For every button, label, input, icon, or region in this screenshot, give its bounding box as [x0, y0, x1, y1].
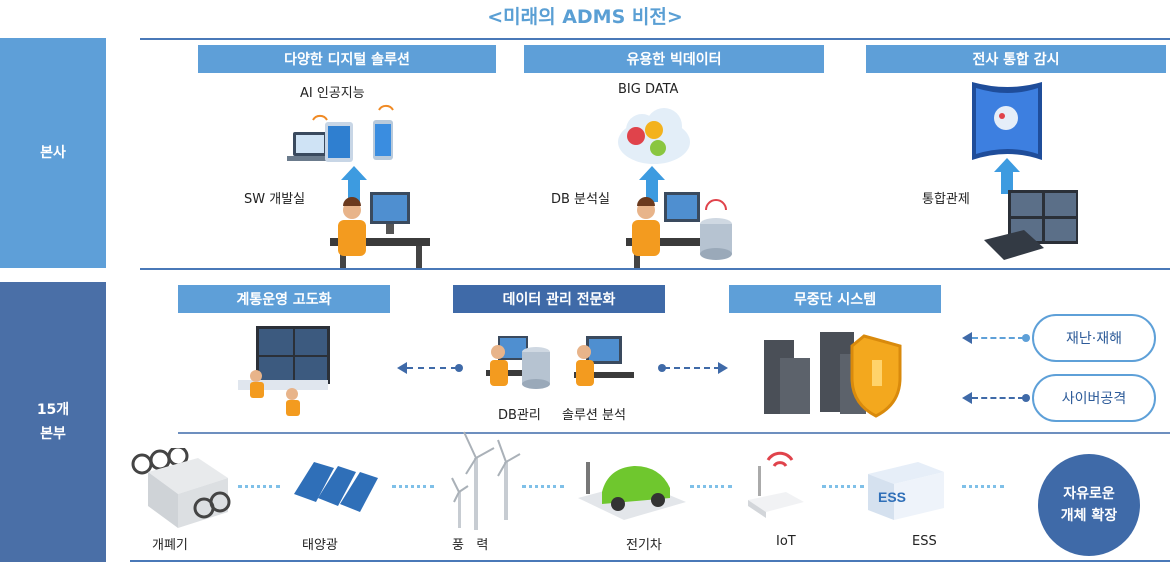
ai-label: AI 인공지능: [300, 86, 365, 101]
device-label-solar: 태양광: [302, 538, 338, 553]
servers-shield-icon: [764, 332, 902, 418]
control-console-icon: [984, 190, 1078, 260]
dotted-connector: [522, 485, 564, 488]
dashed-connector: [664, 367, 720, 369]
hq-bottom-rule: [140, 268, 1170, 270]
bottom-rule: [130, 560, 1170, 562]
disaster-threat: 재난·재해: [1032, 314, 1156, 362]
top-rule: [140, 38, 1170, 40]
db-lab-label: DB 분석실: [551, 192, 610, 207]
solution-analysis-label: 솔루션 분석: [562, 408, 626, 423]
cloud-gears-icon: [618, 108, 690, 164]
diagram-title: <미래의 ADMS 비전>: [487, 6, 683, 28]
dashed-connector: [407, 367, 457, 369]
device-label-switchgear: 개폐기: [152, 538, 188, 553]
big-data-label: BIG DATA: [618, 82, 679, 97]
control-room-label: 통합관제: [922, 192, 970, 207]
control-room-icon: [238, 326, 330, 416]
sw-lab-label: SW 개발실: [244, 192, 306, 207]
electric-car-icon: [578, 462, 686, 520]
cyber-attack-threat: 사이버공격: [1032, 374, 1156, 422]
dotted-connector: [822, 485, 864, 488]
ess-logo-text: ESS: [878, 489, 906, 505]
dotted-connector: [962, 485, 1004, 488]
solar-panel-icon: [294, 462, 378, 512]
switchgear-icon: [131, 448, 231, 528]
iot-router-icon: [748, 451, 804, 518]
video-wall-display-icon: [972, 82, 1042, 160]
device-label-ev: 전기차: [626, 538, 662, 553]
up-arrow-icon: [994, 158, 1020, 194]
device-label-ess: ESS: [912, 534, 937, 549]
bar-data-management: 데이터 관리 전문화: [453, 285, 665, 313]
connector-dot: [658, 364, 666, 372]
bar-grid-operation: 계통운영 고도화: [178, 285, 390, 313]
arrow-left-icon: [962, 332, 972, 344]
dashed-connector: [972, 337, 1024, 339]
bar-uninterrupted-system: 무중단 시스템: [729, 285, 941, 313]
developer-workstation-icon: [330, 192, 430, 268]
connector-dot: [1022, 394, 1030, 402]
connector-dot: [1022, 334, 1030, 342]
connector-dot: [455, 364, 463, 372]
dotted-connector: [392, 485, 434, 488]
bar-big-data: 유용한 빅데이터: [524, 45, 824, 73]
dotted-connector: [238, 485, 280, 488]
ess-container-icon: ESS: [868, 462, 944, 520]
arrow-left-icon: [962, 392, 972, 404]
up-arrow-icon: [639, 166, 665, 202]
device-label-wind: 풍 력: [452, 538, 489, 553]
dotted-connector: [690, 485, 732, 488]
db-management-label: DB관리: [498, 408, 541, 423]
arrow-right-icon: [718, 362, 728, 374]
device-label-iot: IoT: [776, 534, 796, 549]
branches-label: 15개 본부: [0, 282, 106, 562]
arrow-left-icon: [397, 362, 407, 374]
data-workers-icon: [486, 336, 634, 389]
db-analyst-workstation-icon: [626, 192, 732, 268]
wind-turbine-icon: [451, 431, 521, 530]
branch-mid-rule: [178, 432, 1170, 434]
bar-integrated-monitoring: 전사 통합 감시: [866, 45, 1166, 73]
headquarters-label: 본사: [0, 38, 106, 268]
dashed-connector: [972, 397, 1024, 399]
digital-devices-icon: [287, 104, 394, 162]
up-arrow-icon: [341, 166, 367, 202]
free-entity-expansion-badge: 자유로운 개체 확장: [1038, 454, 1140, 556]
bar-digital-solution: 다양한 디지털 솔루션: [198, 45, 496, 73]
